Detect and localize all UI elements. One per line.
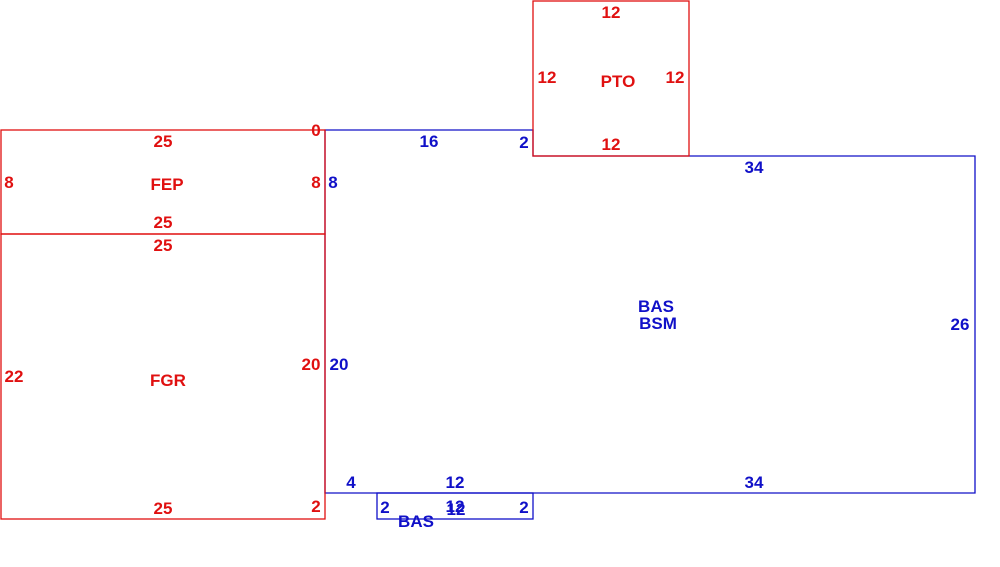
dim-bas-step: 2 [519,133,528,152]
bas-bay-label: BAS [398,512,434,531]
dim-pto-bottom: 12 [602,135,621,154]
dim-fgr-bottom: 25 [154,499,173,518]
dim-pto-right: 12 [666,68,685,87]
dim-bay-right: 2 [519,498,528,517]
fgr-label: FGR [150,371,186,390]
dim-bas-right: 26 [951,315,970,334]
dim-fep-top: 25 [154,132,173,151]
dim-bas-bottom-mid: 12 [446,473,465,492]
dim-fgr-top: 25 [154,236,173,255]
bas-bay-outline [376,492,534,520]
dim-fep-left: 8 [4,173,13,192]
dim-fgr-left: 22 [5,367,24,386]
fgr-outline [0,233,326,520]
dim-bas-top-right: 34 [745,158,764,177]
dim-pto-left: 12 [538,68,557,87]
dim-bas-left-lower: 20 [330,355,349,374]
bsm-label: BSM [639,314,677,333]
dim-bay-bottom: 12 [447,500,466,519]
dim-fep-corner: 0 [311,121,320,140]
dim-fgr-right: 20 [302,355,321,374]
dim-fep-right: 8 [311,173,320,192]
dim-bas-top-left: 16 [420,132,439,151]
dim-bay-left: 2 [380,498,389,517]
dim-fgr-corner: 2 [311,497,320,516]
dim-pto-top: 12 [602,3,621,22]
dim-bas-bottom-step: 4 [346,473,356,492]
dim-bay-top: 12 [446,497,465,516]
pto-outline [532,0,690,157]
fep-label: FEP [150,175,183,194]
pto-label: PTO [601,72,636,91]
dim-fep-bottom: 25 [154,213,173,232]
dim-bas-bottom: 34 [745,473,764,492]
dim-bas-left-upper: 8 [328,173,337,192]
bas-main-label: BAS [638,297,674,316]
